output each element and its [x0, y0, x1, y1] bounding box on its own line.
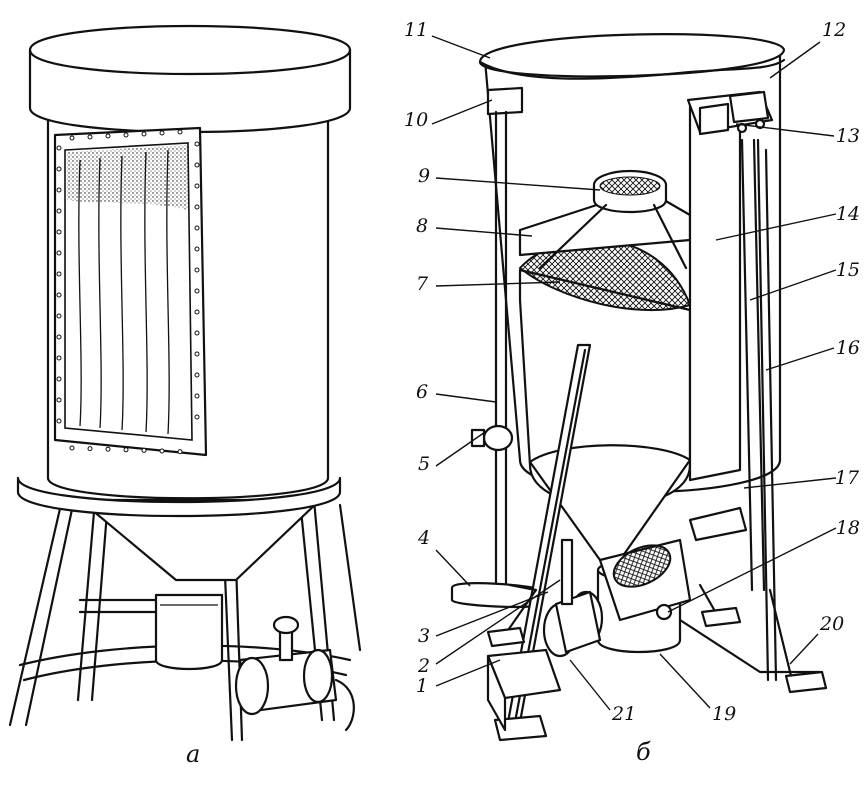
callout-label-5: 5	[418, 453, 430, 475]
callout-leaders	[431, 35, 837, 711]
view-b-left-bracket	[486, 86, 524, 116]
callout-label-20: 20	[819, 613, 844, 635]
callout-leader-8	[435, 227, 533, 237]
callout-label-15: 15	[836, 259, 860, 281]
callout-leader-16	[765, 347, 835, 371]
callout-leader-4	[435, 549, 471, 587]
view-b-valve-5	[470, 424, 514, 452]
view-a-base-ring	[16, 476, 342, 518]
callout-label-16: 16	[836, 337, 860, 359]
callout-leader-6	[435, 393, 497, 403]
callout-label-19: 19	[712, 703, 736, 725]
callout-leader-5	[435, 429, 489, 467]
callout-label-13: 13	[836, 125, 860, 147]
view-b-valve-1	[486, 538, 604, 732]
view-b-right-wall	[688, 98, 742, 482]
view-b-cutaway	[450, 33, 828, 742]
callout-leader-15	[749, 269, 837, 301]
callout-leader-7	[435, 281, 561, 287]
view-b-bracket	[686, 90, 774, 136]
view-a-lid	[28, 24, 352, 134]
callout-label-17: 17	[835, 467, 860, 489]
view-b-tube-15	[740, 138, 754, 592]
callout-label-6: 6	[416, 381, 428, 403]
callout-label-1: 1	[416, 675, 428, 697]
view-a-valve	[234, 615, 355, 732]
caption-right: б	[636, 738, 651, 766]
callout-label-3: 3	[418, 625, 430, 647]
callout-label-14: 14	[836, 203, 860, 225]
callout-label-9: 9	[418, 165, 430, 187]
callout-leader-17	[743, 477, 837, 489]
callout-label-2: 2	[417, 655, 430, 677]
callout-leader-11	[431, 35, 491, 59]
callout-leader-21	[569, 659, 611, 711]
view-b-tube-16	[764, 148, 778, 682]
view-b-legs	[486, 343, 828, 742]
view-b-link-17	[688, 506, 748, 542]
callout-label-7: 7	[416, 273, 429, 295]
view-a-external	[8, 24, 362, 742]
callout-label-18: 18	[836, 517, 860, 539]
callout-leader-14	[715, 213, 837, 241]
callout-leader-3	[435, 591, 549, 637]
callout-label-10: 10	[404, 109, 428, 131]
callout-leader-2	[435, 579, 561, 665]
callout-leader-19	[659, 653, 711, 709]
callout-leader-12	[769, 41, 821, 79]
callout-leader-1	[435, 659, 501, 687]
callout-label-21: 21	[611, 703, 636, 725]
callout-leader-9	[435, 177, 601, 191]
view-a-outlet	[154, 593, 224, 671]
callout-label-11: 11	[404, 19, 428, 41]
callout-label-4: 4	[417, 527, 430, 549]
callout-leader-20	[789, 633, 819, 665]
callout-leader-13	[735, 123, 835, 137]
callout-leader-10	[431, 99, 493, 125]
callout-leader-18	[667, 527, 837, 613]
view-b-lid	[478, 33, 786, 78]
callout-label-8: 8	[416, 215, 428, 237]
callout-label-12: 12	[822, 19, 846, 41]
view-a-window	[53, 126, 208, 457]
caption-left: а	[186, 740, 200, 768]
